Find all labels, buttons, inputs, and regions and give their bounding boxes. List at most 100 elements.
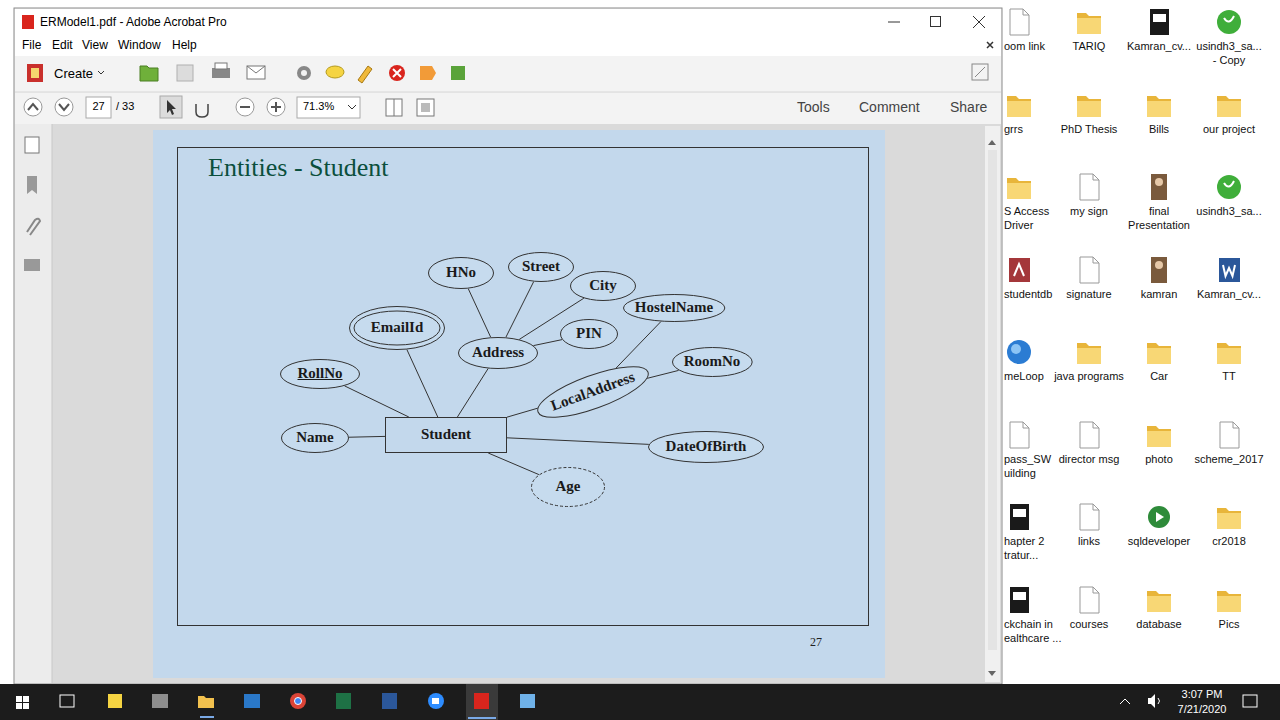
desktop-icon-label: Pics (1194, 618, 1264, 632)
desktop-icon-label: S Access Driver (1004, 205, 1064, 233)
desktop-icon-label: photo (1124, 453, 1194, 467)
connector-line (457, 369, 488, 417)
connector-line (506, 282, 534, 338)
attribute-ellipse: PIN (560, 319, 618, 349)
attribute-ellipse: Name (281, 423, 349, 453)
attribute-name: PIN (576, 325, 602, 342)
desktop-icon-label: java programs (1054, 370, 1124, 384)
desktop-icon-label: grrs (1004, 123, 1064, 137)
attribute-oval (672, 348, 752, 377)
attribute-oval (532, 468, 605, 507)
attribute-name: HNo (446, 264, 476, 281)
pane-tab: Comment (859, 99, 920, 116)
connector-line (507, 408, 538, 417)
attribute-oval (429, 258, 494, 289)
desktop-icon-label: studentdb (1004, 288, 1064, 302)
attribute-ellipse: RoomNo (672, 347, 753, 377)
attribute-name: Address (472, 344, 524, 361)
attribute-ellipse: HNo (428, 257, 494, 289)
page-count: / 33 (116, 100, 134, 113)
slide-number: 27 (810, 635, 822, 649)
entity-name: Student (421, 426, 471, 443)
attribute-ellipse: HostelName (623, 294, 725, 322)
desktop-icon-label: cr2018 (1194, 535, 1264, 549)
pane-tab: Share (950, 99, 987, 116)
page-number-field: 27 (88, 100, 109, 113)
desktop-icon-label: usindh3_sa... - Copy (1194, 40, 1264, 68)
attribute-name: City (589, 277, 617, 294)
desktop-icon-label: Kamran_cv... (1194, 288, 1264, 302)
attribute-name: EmailId (371, 319, 424, 336)
attribute-name: RollNo (298, 365, 343, 382)
multivalued-oval (354, 311, 440, 345)
attribute-oval (571, 272, 636, 301)
attribute-oval (282, 424, 349, 453)
desktop-icon-label: database (1124, 618, 1194, 632)
desktop-icon-label: Kamran_cv... (1124, 40, 1194, 54)
desktop-icon-label: TT (1194, 370, 1264, 384)
desktop-icon-label: hapter 2 tratur... (1004, 535, 1064, 563)
desktop-icon-label: sqldeveloper (1124, 535, 1194, 549)
desktop-icon-label: TARIQ (1054, 40, 1124, 54)
slide-title: Entities - Student (208, 152, 389, 183)
desktop-icon-label: usindh3_sa... (1194, 205, 1264, 219)
entity-box: Student (385, 417, 507, 453)
taskbar-clock: 7/21/2020 (1170, 703, 1234, 716)
connector-line (407, 350, 438, 417)
attribute-name: Age (556, 478, 581, 495)
attribute-ellipse: EmailId (349, 306, 445, 350)
toolbar-button: Create (54, 66, 93, 82)
attribute-name: Name (296, 429, 334, 446)
connector-line (647, 370, 678, 378)
menu-item: Window (118, 38, 161, 52)
attribute-ellipse: Address (458, 337, 538, 369)
desktop-icon-label: Car (1124, 370, 1194, 384)
pane-tab: Tools (797, 99, 830, 116)
attribute-oval (649, 432, 764, 463)
menu-item: File (22, 38, 41, 52)
attribute-ellipse: Street (508, 252, 574, 282)
zoom-field: 71.3% (303, 100, 334, 113)
desktop-icon-label: oom link (1004, 40, 1064, 54)
attribute-oval (459, 338, 538, 369)
desktop-icon-label: pass_SW uilding (1004, 453, 1064, 481)
attribute-ellipse: Age (531, 467, 605, 507)
desktop-icon-label: final Presentation (1124, 205, 1194, 233)
desktop-icon-label: ckchain in ealthcare ... (1004, 618, 1064, 646)
menu-item: View (82, 38, 108, 52)
connector-line (468, 289, 491, 338)
attribute-name: DateOfBirth (666, 438, 747, 455)
attribute-oval (509, 253, 574, 282)
attribute-oval (350, 307, 445, 350)
connector-line (507, 438, 649, 445)
connector-line (349, 436, 385, 438)
desktop-icon-label: Bills (1124, 123, 1194, 137)
attribute-oval (281, 360, 360, 389)
attribute-oval (532, 356, 653, 427)
attribute-ellipse: LocalAddress (532, 356, 655, 428)
attribute-ellipse: DateOfBirth (648, 431, 764, 463)
menu-item: Edit (52, 38, 73, 52)
desktop-icon-label: my sign (1054, 205, 1124, 219)
desktop-icon-label: our project (1194, 123, 1264, 137)
attribute-name: Street (522, 258, 560, 275)
desktop-icon-label: kamran (1124, 288, 1194, 302)
connector-line (533, 340, 562, 346)
attribute-oval (623, 295, 724, 322)
connector-line (344, 386, 408, 417)
window-title: ERModel1.pdf - Adobe Acrobat Pro (40, 15, 227, 29)
connector-line (488, 453, 539, 475)
desktop-icon-label: director msg (1054, 453, 1124, 467)
desktop-icon-label: signature (1054, 288, 1124, 302)
desktop-icon-label: PhD Thesis (1054, 123, 1124, 137)
menu-item: Help (172, 38, 197, 52)
desktop-icon-label: courses (1054, 618, 1124, 632)
attribute-name: RoomNo (684, 353, 741, 370)
desktop-icon-label: scheme_2017 (1194, 453, 1264, 467)
entity-rect (386, 418, 507, 453)
attribute-ellipse: RollNo (280, 359, 360, 389)
attribute-name: HostelName (635, 299, 713, 316)
